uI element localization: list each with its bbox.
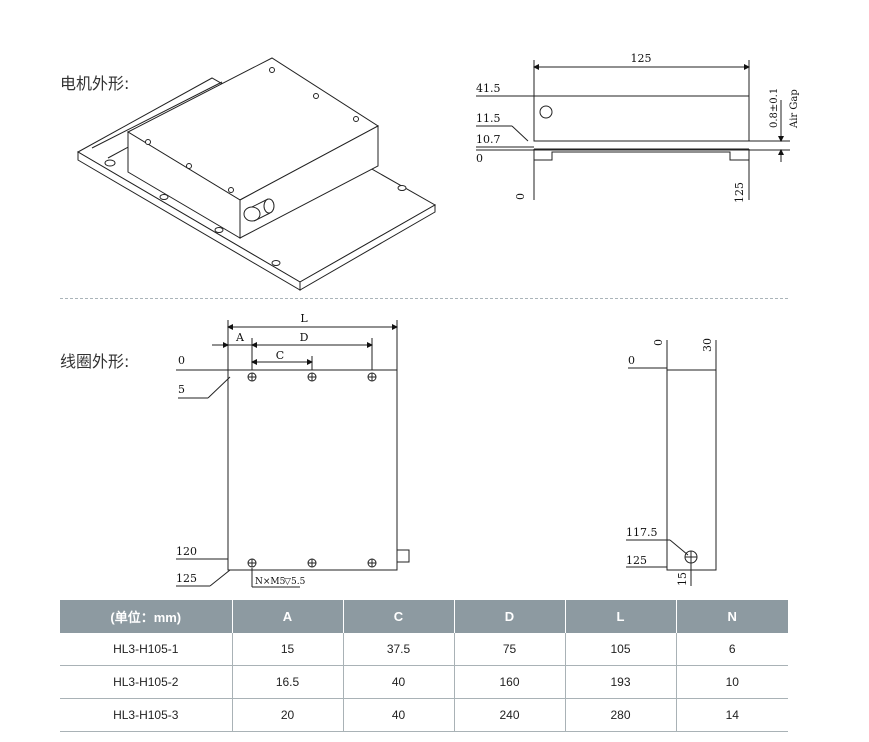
value-cell: 40 [342,698,454,732]
spec-table: (单位：mm) A C D L N HL3-H105-1 15 37.5 75 … [60,600,788,732]
header-C: C [342,600,454,633]
thread-note: N×M5 [255,577,286,587]
coil-five: 5 [178,383,185,396]
motor-width-125: 125 [631,52,652,65]
dim-L: L [300,312,308,325]
value-cell: 105 [564,633,676,666]
header-N: N [675,600,788,633]
coil-side-117-5: 117.5 [626,526,658,539]
value-cell: 14 [675,698,788,732]
thread-depth-symbol: ▽ [284,577,291,587]
header-unit: (单位：mm) [60,600,232,633]
air-gap-label: Air Gap [789,89,800,129]
coil-side-view [626,340,717,586]
table-header-row: (单位：mm) A C D L N [60,600,788,633]
motor-outline-title: 电机外形: [60,74,130,93]
dim-A: A [235,331,245,344]
coil-125: 125 [176,572,197,585]
coil-side-30: 30 [701,338,714,352]
dim-C: C [276,349,284,362]
technical-drawings: 125 41.5 11.5 10.7 0 0 125 0.8±0.1 Air G… [76,52,800,588]
coil-zero: 0 [178,354,185,367]
table-row: HL3-H105-2 16.5 40 160 193 10 [60,665,788,699]
header-A: A [231,600,343,633]
model-cell: HL3-H105-3 [60,698,232,732]
motor-zero-bottom: 0 [514,193,527,200]
motor-isometric-view [76,57,437,291]
value-cell: 160 [453,665,565,699]
dim-D: D [300,331,309,344]
table-row: HL3-H105-3 20 40 240 280 14 [60,698,788,732]
value-cell: 20 [231,698,343,732]
value-cell: 193 [564,665,676,699]
value-cell: 280 [564,698,676,732]
table-row: HL3-H105-1 15 37.5 75 105 6 [60,633,788,666]
coil-side-125: 125 [626,554,647,567]
motor-bottom-125: 125 [733,182,746,203]
motor-height-11-5: 11.5 [476,112,501,125]
header-L: L [564,600,676,633]
value-cell: 240 [453,698,565,732]
value-cell: 40 [342,665,454,699]
value-cell: 16.5 [231,665,343,699]
value-cell: 15 [231,633,343,666]
motor-zero-left: 0 [476,152,483,165]
value-cell: 75 [453,633,565,666]
coil-side-zero-top: 0 [652,339,665,346]
model-cell: HL3-H105-1 [60,633,232,666]
motor-height-41-5: 41.5 [476,82,501,95]
motor-side-view [476,60,790,200]
value-cell: 10 [675,665,788,699]
coil-120: 120 [176,545,197,558]
model-cell: HL3-H105-2 [60,665,232,699]
coil-side-zero-left: 0 [628,354,635,367]
coil-outline-title: 线圈外形: [60,352,130,371]
coil-side-15: 15 [676,572,689,586]
header-D: D [453,600,565,633]
thread-depth: 5.5 [291,577,306,587]
air-gap-value: 0.8±0.1 [769,88,780,128]
value-cell: 6 [675,633,788,666]
section-divider [60,298,788,299]
motor-height-10-7: 10.7 [476,133,501,146]
value-cell: 37.5 [342,633,454,666]
coil-top-view [176,320,410,588]
